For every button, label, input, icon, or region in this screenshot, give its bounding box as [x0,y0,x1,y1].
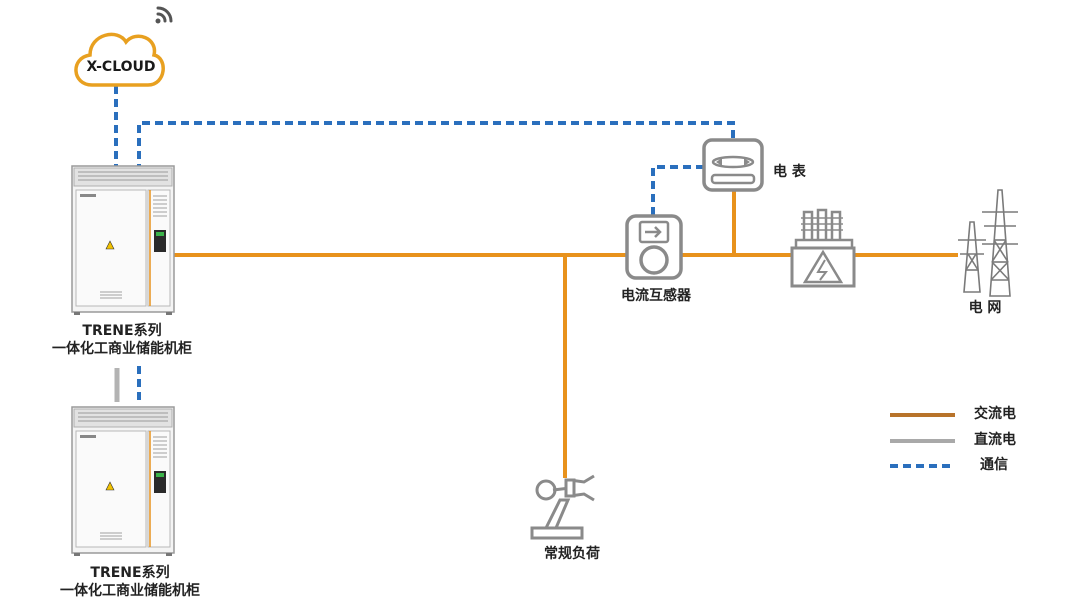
cabinet-top-icon [71,165,175,315]
meter-icon [702,138,764,192]
cabinet-bottom-line2: 一体化工商业储能机柜 [60,583,200,599]
meter-label: 电 表 [773,164,806,180]
current-transformer-icon [625,214,683,280]
wifi-icon [155,6,173,24]
cloud-label: X-CLOUD [86,59,155,75]
cabinet-bottom-icon [71,406,175,556]
cloud-icon: X-CLOUD [74,32,165,87]
cabinet-top-line1: TRENE系列 [82,323,162,339]
ct-label: 电流互感器 [621,288,691,304]
load-label: 常规负荷 [544,546,600,562]
legend-ac-label: 交流电 [974,406,1016,422]
legend-comm-label: 通信 [980,457,1008,473]
comm-lines [114,86,735,404]
cabinet-bottom-line1: TRENE系列 [90,565,170,581]
cabinet-top-label: TRENE系列 一体化工商业储能机柜 [52,322,192,358]
transformer-icon [790,208,856,288]
cabinet-bottom-label: TRENE系列 一体化工商业储能机柜 [60,564,200,600]
legend-dc-label: 直流电 [974,432,1016,448]
legend-swatches [890,413,955,468]
power-tower-icon [958,189,1018,297]
cabinet-top-line2: 一体化工商业储能机柜 [52,341,192,357]
grid-label: 电 网 [968,300,1002,316]
robot-arm-icon [530,474,595,540]
